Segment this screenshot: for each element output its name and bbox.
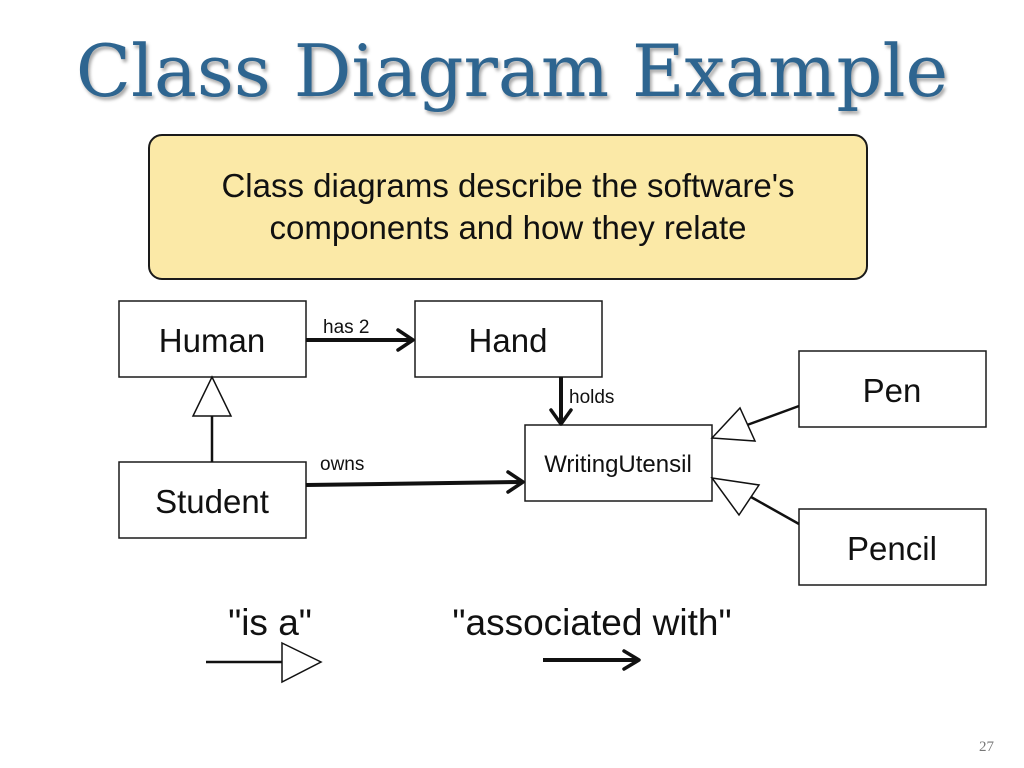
edge-label-holds: holds [569,387,614,408]
class-hand-label: Hand [469,322,548,359]
legend-associated-with-label: "associated with" [452,602,731,643]
class-pencil-label: Pencil [847,530,937,567]
slide-title: Class Diagram Example [75,29,949,113]
class-student-label: Student [155,483,269,520]
class-student-box [118,461,307,539]
edge-label-owns: owns [320,454,364,475]
class-hand: Hand [414,300,603,378]
page-number: 27 [979,739,994,755]
arrowhead-icon [622,649,641,671]
legend-is-a: "is a" [206,602,323,684]
class-pencil: Pencil [798,508,987,586]
class-pen-box [798,350,987,428]
callout-box: Class diagrams describe the software's c… [148,134,868,280]
hollow-triangle-icon [710,406,757,442]
arrowhead-icon [549,408,573,426]
association-student-utensil-line [305,480,522,487]
hollow-triangle-icon [191,375,233,417]
class-human: Human [118,300,307,378]
generalization-pen-utensil-line [746,404,800,427]
generalization-pencil-utensil-line [750,495,800,526]
association-student-utensil: owns [305,454,525,494]
class-pencil-box [798,508,987,586]
arrowhead-icon [396,328,415,352]
class-writing-utensil: WritingUtensil [524,424,713,502]
class-pen: Pen [798,350,987,428]
hollow-triangle-icon [710,476,761,517]
class-pen-label: Pen [863,372,922,409]
generalization-pencil-utensil [710,476,800,526]
class-human-label: Human [159,322,265,359]
legend-is-a-label: "is a" [228,602,312,643]
class-student: Student [118,461,307,539]
arrowhead-icon [506,470,525,494]
association-human-hand: has 2 [306,317,415,352]
association-hand-utensil: holds [549,377,614,426]
class-writing-utensil-box [524,424,713,502]
class-hand-box [414,300,603,378]
edge-label-has-2: has 2 [323,317,369,338]
generalization-pen-utensil [710,404,800,442]
hollow-triangle-icon [281,641,323,684]
callout-text: Class diagrams describe the software's c… [221,167,795,246]
legend-associated-with: "associated with" [452,602,732,671]
generalization-student-human [191,375,233,462]
class-writing-utensil-label: WritingUtensil [544,451,692,478]
